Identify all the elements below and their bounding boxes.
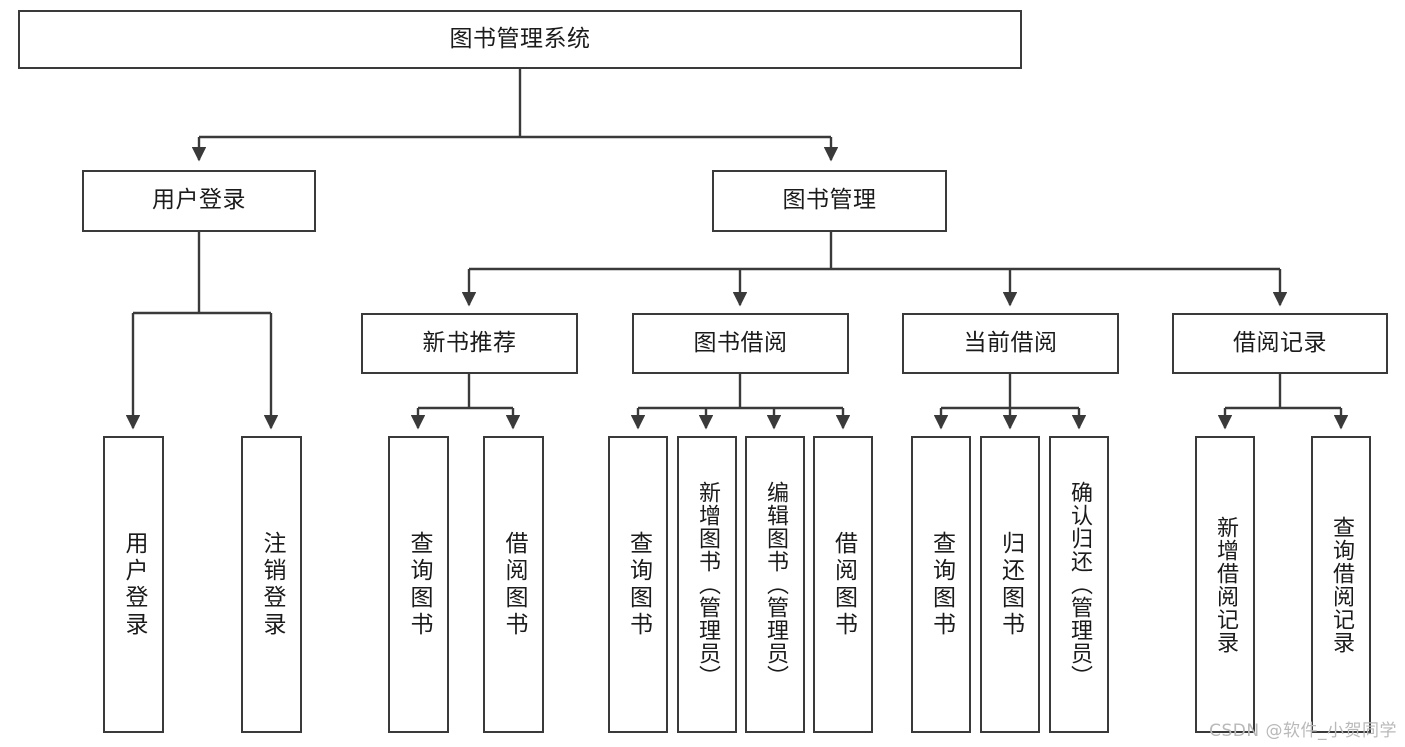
node-leaf-user-login[interactable]: 用户登录	[103, 436, 164, 733]
node-leaf-add-book[interactable]: 新增图书（管理员）	[677, 436, 737, 733]
node-user-login-label: 用户登录	[152, 187, 246, 214]
node-leaf-borrow-book-2-label: 借阅图书	[830, 530, 857, 639]
node-leaf-return-book-label: 归还图书	[997, 530, 1024, 639]
node-leaf-confirm-return-label: 确认归还（管理员）	[1067, 481, 1092, 688]
node-leaf-query-book-3-label: 查询图书	[928, 530, 955, 639]
node-leaf-query-record-label: 查询借阅记录	[1329, 515, 1354, 654]
node-leaf-query-book-3[interactable]: 查询图书	[911, 436, 971, 733]
node-book-manage[interactable]: 图书管理	[712, 170, 947, 232]
node-leaf-return-book[interactable]: 归还图书	[980, 436, 1040, 733]
node-user-login[interactable]: 用户登录	[82, 170, 316, 232]
node-borrow-record[interactable]: 借阅记录	[1172, 313, 1388, 374]
node-leaf-edit-book[interactable]: 编辑图书（管理员）	[745, 436, 805, 733]
node-current-borrow[interactable]: 当前借阅	[902, 313, 1119, 374]
node-book-borrow[interactable]: 图书借阅	[632, 313, 849, 374]
node-book-manage-label: 图书管理	[782, 187, 877, 214]
watermark: CSDN @软件_小贺同学	[1209, 721, 1397, 741]
node-leaf-borrow-book-1-label: 借阅图书	[501, 530, 527, 639]
node-leaf-query-book-1-label: 查询图书	[406, 530, 432, 639]
node-leaf-borrow-book-2[interactable]: 借阅图书	[813, 436, 873, 733]
node-leaf-borrow-book-1[interactable]: 借阅图书	[483, 436, 544, 733]
node-root[interactable]: 图书管理系统	[18, 10, 1022, 69]
node-book-borrow-label: 图书借阅	[693, 329, 788, 356]
node-root-label: 图书管理系统	[449, 25, 591, 52]
node-leaf-add-record-label: 新增借阅记录	[1213, 515, 1238, 654]
node-leaf-query-book-2-label: 查询图书	[625, 530, 652, 639]
node-leaf-query-book-1[interactable]: 查询图书	[388, 436, 449, 733]
node-borrow-record-label: 借阅记录	[1233, 329, 1327, 356]
node-leaf-query-book-2[interactable]: 查询图书	[608, 436, 668, 733]
node-leaf-add-book-label: 新增图书（管理员）	[695, 481, 720, 688]
node-leaf-add-record[interactable]: 新增借阅记录	[1195, 436, 1255, 733]
node-leaf-query-record[interactable]: 查询借阅记录	[1311, 436, 1371, 733]
node-new-book-recommend[interactable]: 新书推荐	[361, 313, 578, 374]
node-leaf-confirm-return[interactable]: 确认归还（管理员）	[1049, 436, 1109, 733]
node-new-book-recommend-label: 新书推荐	[422, 329, 517, 356]
node-leaf-user-login-label: 用户登录	[121, 530, 147, 639]
node-leaf-user-logout[interactable]: 注销登录	[241, 436, 302, 733]
node-leaf-edit-book-label: 编辑图书（管理员）	[763, 481, 788, 688]
node-leaf-user-logout-label: 注销登录	[259, 530, 285, 639]
node-current-borrow-label: 当前借阅	[963, 329, 1058, 356]
